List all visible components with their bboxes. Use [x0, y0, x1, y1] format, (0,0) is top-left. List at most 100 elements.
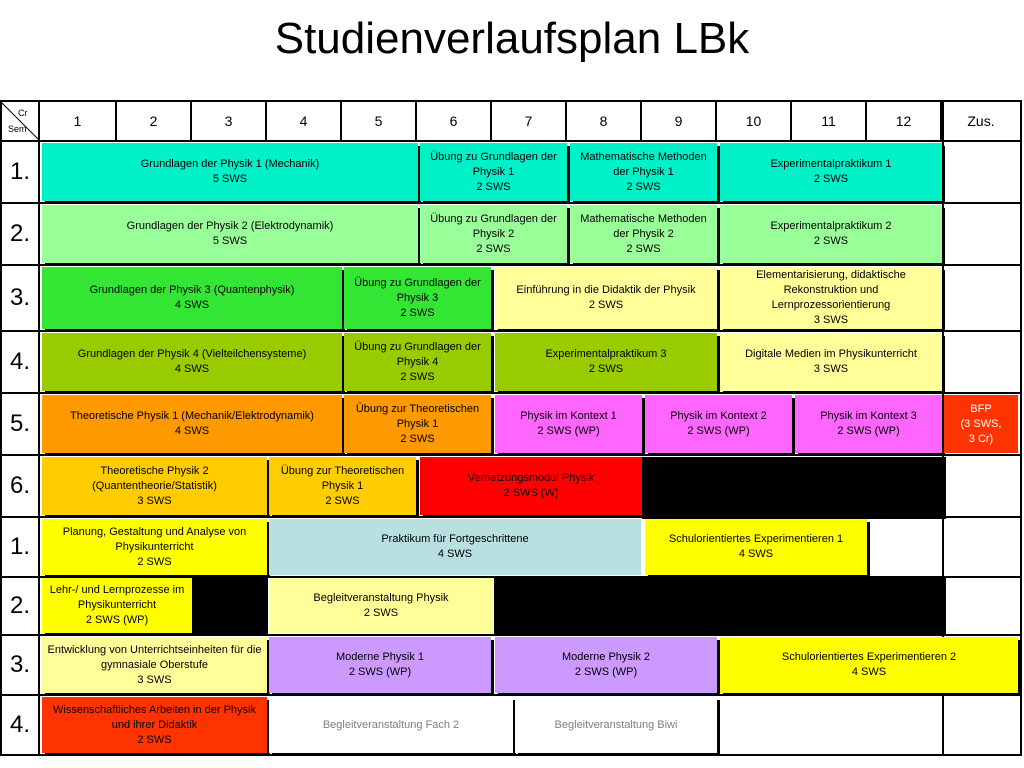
course-cell: Physik im Kontext 2 2 SWS (WP)	[645, 395, 792, 453]
course-cell: Schulorientiertes Experimentieren 1 4 SW…	[645, 519, 867, 575]
course-sws: 4 SWS	[174, 363, 210, 375]
grid-line	[0, 634, 1022, 636]
course-name: Übung zur Theoretischen Physik 1	[355, 402, 480, 430]
course-cell: Übung zu Grundlagen der Physik 1 2 SWS	[420, 143, 567, 201]
course-name: Begleitveranstaltung Fach 2	[322, 718, 460, 731]
grid-line	[0, 516, 1022, 518]
course-cell: Grundlagen der Physik 1 (Mechanik) 5 SWS	[42, 143, 418, 201]
course-cell: Lehr-/ und Lernprozesse im Physikunterri…	[42, 578, 192, 633]
course-cell: Mathematische Methoden der Physik 1 2 SW…	[570, 143, 717, 201]
course-cell: Theoretische Physik 1 (Mechanik/Elektrod…	[42, 395, 342, 453]
grid-line	[0, 754, 1022, 756]
column-header-10: 10	[717, 101, 792, 140]
blocked-area	[192, 577, 268, 634]
course-sws: (3 SWS,	[960, 417, 1002, 430]
course-cell: Experimentalpraktikum 3 2 SWS	[495, 333, 717, 391]
course-sws: 3 SWS	[137, 494, 172, 507]
corner-sem-label: Sem	[8, 124, 27, 134]
grid-line	[0, 140, 1022, 142]
course-name: Physik im Kontext 1	[520, 410, 617, 422]
grid-line	[0, 694, 1022, 696]
column-header-3: 3	[192, 101, 267, 140]
bfp-cell: BFP (3 SWS, 3 Cr)	[944, 395, 1018, 453]
blocked-area	[494, 577, 946, 634]
course-cell: Wissenschaftliches Arbeiten in der Physi…	[42, 697, 267, 753]
semester-label: 3.	[9, 284, 30, 311]
course-name: Wissenschaftliches Arbeiten in der Physi…	[53, 703, 256, 731]
course-sws: 3 SWS	[813, 314, 849, 326]
course-name: Übung zu Grundlagen der Physik 4	[354, 340, 481, 368]
course-name: Experimentalpraktikum 3	[545, 348, 667, 360]
course-sws: 2 SWS	[400, 306, 435, 319]
course-name: Moderne Physik 2	[561, 651, 651, 663]
course-sws: 4 SWS	[174, 425, 210, 437]
semester-label: 4.	[9, 711, 30, 738]
grid-line	[0, 264, 1022, 266]
course-sws: 4 SWS	[437, 548, 473, 560]
course-cell: Schulorientiertes Experimentieren 2 4 SW…	[720, 637, 1018, 693]
grid-line	[0, 100, 1022, 102]
column-header-6: 6	[417, 101, 492, 140]
course-sws: 2 SWS	[813, 235, 849, 247]
grid-line	[0, 202, 1022, 204]
course-sws: 2 SWS (WP)	[837, 425, 900, 437]
course-credits: 3 Cr)	[968, 432, 994, 445]
course-sws: 4 SWS	[738, 548, 774, 560]
course-sws: 3 SWS	[813, 363, 849, 375]
course-name: Digitale Medien im Physikunterricht	[745, 348, 917, 360]
course-name: Begleitveranstaltung Biwi	[554, 718, 678, 731]
course-sws: 2 SWS	[137, 555, 172, 568]
course-sws: 2 SWS	[400, 432, 435, 445]
course-sws: 2 SWS	[626, 180, 661, 193]
semester-label: 6.	[9, 472, 30, 499]
course-sws: 2 SWS	[325, 494, 360, 507]
course-name: Mathematische Methoden der Physik 1	[580, 150, 707, 178]
blocked-area	[642, 457, 946, 519]
course-cell: Praktikum für Fortgeschrittene 4 SWS	[269, 519, 641, 575]
course-name: Grundlagen der Physik 2 (Elektrodynamik)	[126, 220, 334, 232]
course-name: Entwicklung von Unterrichtseinheiten für…	[47, 643, 262, 671]
grid-line	[0, 454, 1022, 456]
column-header-1: 1	[40, 101, 117, 140]
course-name: Übung zu Grundlagen der Physik 1	[430, 150, 557, 178]
course-name: Theoretische Physik 2 (Quantentheorie/St…	[92, 464, 217, 492]
course-sws: 2 SWS (WP)	[85, 614, 149, 626]
course-sws: 2 SWS	[476, 242, 511, 255]
course-name: Einführung in die Didaktik der Physik	[516, 284, 696, 296]
course-cell: Grundlagen der Physik 2 (Elektrodynamik)…	[42, 205, 418, 263]
course-cell: Grundlagen der Physik 3 (Quantenphysik) …	[42, 267, 342, 329]
course-sws: 2 SWS	[363, 606, 399, 619]
course-name: Elementarisierung, didaktische Rekonstru…	[756, 269, 906, 311]
column-header-11: 11	[792, 101, 867, 140]
column-header-9: 9	[642, 101, 717, 140]
column-header-4: 4	[267, 101, 342, 140]
course-sws: 2 SWS	[588, 363, 624, 375]
column-header-total: Zus.	[942, 101, 1022, 140]
course-cell: Experimentalpraktikum 1 2 SWS	[720, 143, 942, 201]
course-cell: Einführung in die Didaktik der Physik 2 …	[495, 267, 717, 329]
course-sws: 4 SWS	[174, 299, 210, 311]
course-cell: Physik im Kontext 1 2 SWS (WP)	[495, 395, 642, 453]
course-cell: Übung zu Grundlagen der Physik 4 2 SWS	[344, 333, 491, 391]
course-name: Physik im Kontext 3	[820, 410, 917, 422]
grid-line	[0, 330, 1022, 332]
grid-line	[0, 392, 1022, 394]
course-cell: Begleitveranstaltung Physik 2 SWS	[269, 578, 493, 633]
course-name: Grundlagen der Physik 4 (Vielteilchensys…	[77, 348, 307, 360]
course-cell: Übung zur Theoretischen Physik 1 2 SWS	[269, 457, 416, 515]
grid-line	[942, 100, 944, 756]
course-sws: 2 SWS	[476, 180, 511, 193]
grid-line	[0, 100, 2, 756]
corner-diagonal	[0, 101, 40, 141]
course-sws: 2 SWS (WP)	[348, 666, 412, 678]
course-cell: Übung zu Grundlagen der Physik 3 2 SWS	[344, 267, 491, 329]
column-header-12: 12	[867, 101, 942, 140]
course-name: Praktikum für Fortgeschrittene	[381, 533, 529, 545]
course-sws: 2 SWS (WP)	[537, 425, 600, 437]
course-sws: 2 SWS	[400, 370, 435, 383]
course-cell: Moderne Physik 1 2 SWS (WP)	[269, 637, 491, 693]
course-name: Begleitveranstaltung Physik	[313, 591, 449, 604]
course-cell: Theoretische Physik 2 (Quantentheorie/St…	[42, 457, 267, 515]
course-cell: Moderne Physik 2 2 SWS (WP)	[495, 637, 717, 693]
